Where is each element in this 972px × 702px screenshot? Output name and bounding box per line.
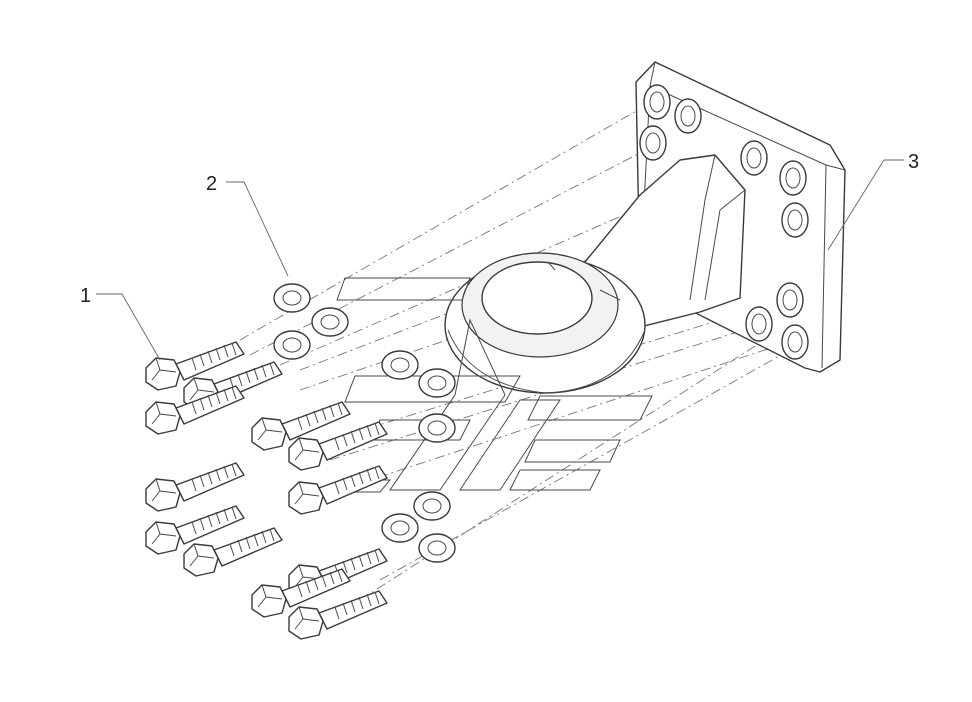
bolt bbox=[288, 465, 388, 515]
washer bbox=[418, 368, 456, 398]
bolt bbox=[145, 462, 245, 512]
washers bbox=[273, 283, 456, 563]
callout-2: 2 bbox=[206, 173, 217, 195]
callout-leaders bbox=[96, 159, 904, 361]
washer bbox=[413, 491, 451, 521]
washer bbox=[418, 533, 456, 563]
washer bbox=[273, 283, 311, 313]
callout-3: 3 bbox=[908, 151, 919, 173]
flange-holes bbox=[639, 84, 809, 360]
washer bbox=[311, 307, 349, 337]
washer bbox=[273, 330, 311, 360]
washer bbox=[381, 350, 419, 380]
towing-eye-bracket bbox=[444, 61, 846, 394]
washer bbox=[418, 413, 456, 443]
callout-1: 1 bbox=[80, 285, 91, 307]
washer bbox=[381, 513, 419, 543]
